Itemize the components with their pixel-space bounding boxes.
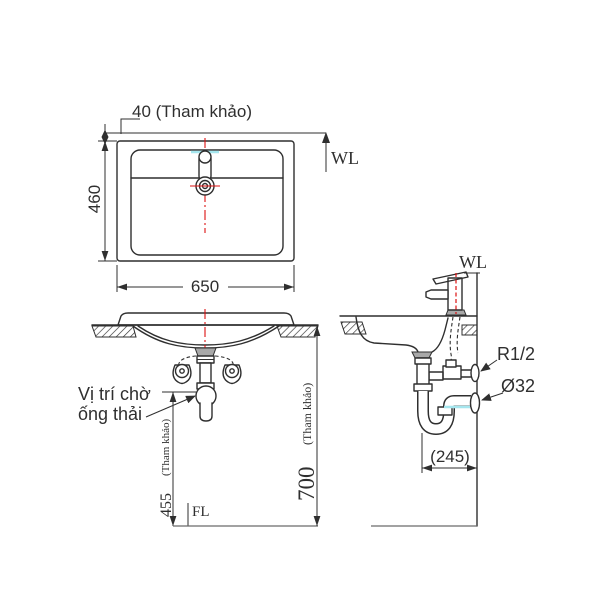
dim-width-650: 650 [116,265,295,296]
dim-trap-offset-245: (245) [421,433,477,473]
supply-dashed-2 [456,316,461,354]
dim-245-label: (245) [430,447,470,466]
plan-view: WL 40 (Tham khảo) [85,102,359,296]
faucet-body [447,277,463,311]
fl-label: FL [192,504,210,520]
basin-inner-rect [130,149,284,256]
tailpipe-nut-bottom [413,383,433,392]
trap-pipe-fill [418,391,471,434]
supply-valves [172,355,242,385]
faucet-lever [432,271,469,285]
counter-section-left [91,325,137,338]
dim-700-note: (Tham khảo) [300,383,314,445]
dim-faucet-offset: 40 (Tham khảo) [101,102,252,145]
faucet-spout-side [425,289,449,300]
plan-wl-label: WL [331,148,359,168]
wall-flange-supply [470,363,480,383]
drain-outlet-pipe [199,402,213,422]
wall-line-marker: WL [322,132,359,172]
side-elevation-view: WL [339,252,535,527]
dim-460-label: 460 [85,185,104,213]
dim-depth-460: 460 [85,140,117,262]
faucet-plan [190,138,220,233]
r12-label: R1/2 [497,344,535,364]
counter-section-right [276,325,319,338]
floor-marker: FL [173,503,318,527]
supply-connection-callout: R1/2 [480,344,535,372]
dim-455-value: 455 [158,493,175,517]
dim-install-height-700: 700 (Tham khảo) [294,325,321,526]
drain-note-leader [145,395,196,418]
drain-note-line1: Vị trí chờ [78,384,151,404]
wall-flange-drain [469,392,481,414]
drain-tailpipe [199,362,212,384]
front-elevation-view: Vị trí chờ ống thải 455 (Tham khảo) FL 7… [78,309,321,527]
side-wl-label: WL [459,252,487,272]
counter-section-wall [461,324,478,336]
drain-connection-callout: Ø32 [481,376,535,401]
r12-leader [480,359,498,372]
drain-assembly [194,347,217,422]
o32-leader [481,392,504,401]
bowl-profile [355,316,449,353]
supply-hose-right [214,355,234,368]
faucet-side [425,271,469,316]
counter-section-front [340,321,367,335]
supply-hose-left [178,355,197,368]
sink-rim [117,312,295,326]
dim-trap-height-455: 455 (Tham khảo) [158,391,196,526]
valve-top [445,359,457,368]
dim-650-label: 650 [191,277,219,296]
drain-flange [194,347,217,357]
drain-note-line2: ống thải [78,404,142,424]
p-trap [413,357,481,436]
drain-flange-side [411,351,433,359]
tailpipe-nut-top [414,357,432,365]
dim-700-value: 700 [294,467,319,502]
dim-455-note: (Tham khảo) [160,419,172,476]
drain-note: Vị trí chờ ống thải [78,384,196,424]
angle-valve-side [428,359,480,383]
dim-40-label: 40 (Tham khảo) [132,102,252,121]
faucet-spout [198,150,212,164]
valve-body [442,365,462,380]
o32-label: Ø32 [501,376,535,396]
